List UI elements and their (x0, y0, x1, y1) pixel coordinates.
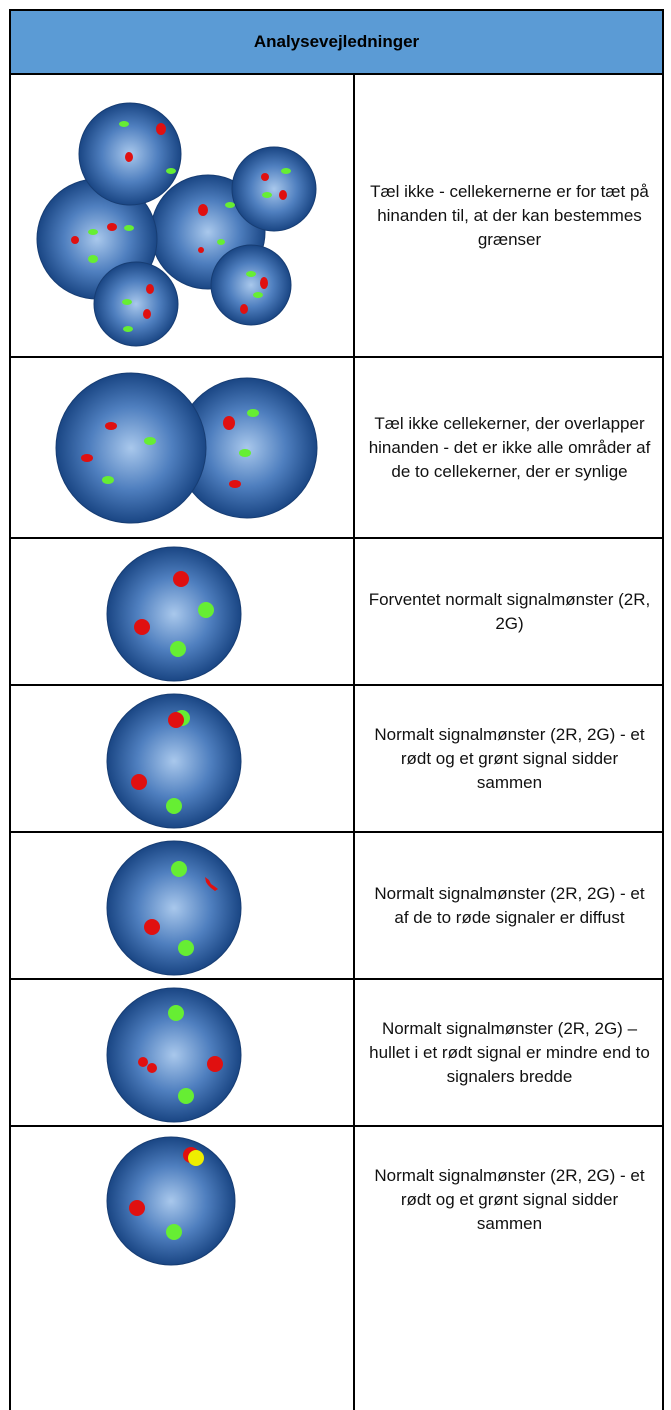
nuclei-cluster-illustration (11, 75, 355, 356)
row-description: Normalt signalmønster (2R, 2G) – hullet … (369, 1018, 650, 1086)
row-description: Tæl ikke - cellekernerne er for tæt på h… (370, 181, 649, 249)
adjacent-signals-nucleus-illustration (11, 686, 355, 831)
table-row: Normalt signalmønster (2R, 2G) - et rødt… (9, 1127, 664, 1410)
row-description: Tæl ikke cellekerner, der overlapper hin… (368, 413, 651, 481)
overlapping-signals-nucleus-illustration (11, 1127, 355, 1410)
table-row: Normalt signalmønster (2R, 2G) - et rødt… (9, 686, 664, 833)
table-row: Forventet normalt signalmønster (2R, 2G) (9, 539, 664, 686)
row-description: Normalt signalmønster (2R, 2G) - et rødt… (374, 724, 645, 792)
overlapping-nuclei-illustration (11, 358, 355, 537)
table-title: Analysevejledninger (253, 32, 420, 51)
diffuse-signal-nucleus-illustration (11, 833, 355, 978)
table-row: Tæl ikke cellekerner, der overlapper hin… (9, 358, 664, 539)
table-row: Normalt signalmønster (2R, 2G) - et af d… (9, 833, 664, 980)
split-signal-nucleus-illustration (11, 980, 355, 1125)
table-row: Tæl ikke - cellekernerne er for tæt på h… (9, 75, 664, 358)
normal-nucleus-illustration (11, 539, 355, 684)
table-row: Normalt signalmønster (2R, 2G) – hullet … (9, 980, 664, 1127)
row-description: Normalt signalmønster (2R, 2G) - et rødt… (374, 1165, 645, 1233)
table-header: Analysevejledninger (9, 9, 664, 75)
row-description: Forventet normalt signalmønster (2R, 2G) (368, 589, 651, 633)
row-description: Normalt signalmønster (2R, 2G) - et af d… (374, 883, 645, 927)
